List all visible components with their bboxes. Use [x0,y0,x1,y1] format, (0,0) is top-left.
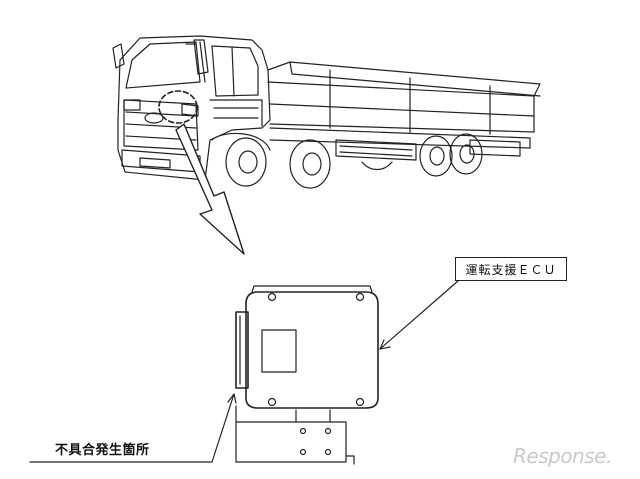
response-watermark: Response. [513,444,612,468]
truck-illustration [112,35,541,189]
ecu-leader-line [379,280,459,350]
ecu-callout-label: 運転支援ＥＣＵ [455,257,567,281]
wheel-group [225,133,483,189]
ecu-location-marker [158,90,198,124]
defect-location-label: 不具合発生箇所 [55,443,150,458]
ecu-unit-drawing [235,285,379,465]
zoom-arrow [175,123,245,255]
defect-leader-line [29,393,237,463]
